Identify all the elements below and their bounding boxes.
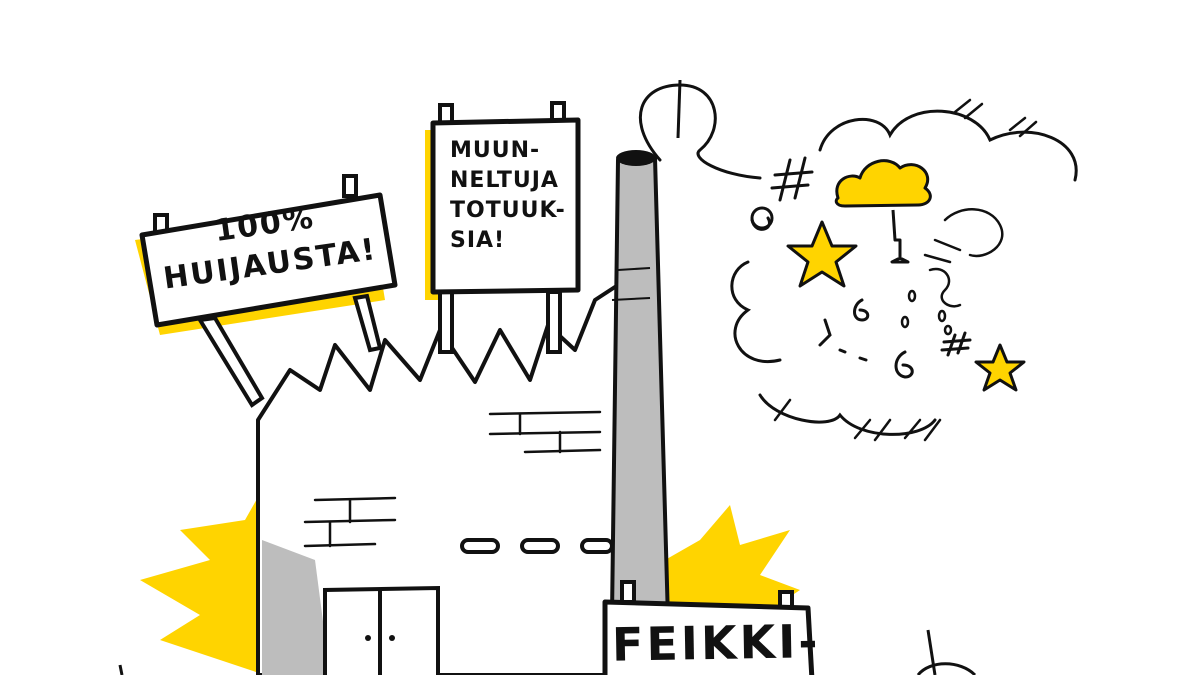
rain-cloud-icon xyxy=(834,159,932,208)
sign-left-board xyxy=(139,192,398,328)
scribble xyxy=(923,208,1004,308)
sign-mid-board xyxy=(430,117,581,295)
brick-lines xyxy=(303,410,602,548)
sign-bottom-board xyxy=(602,599,815,675)
yellow-burst-left xyxy=(140,490,265,675)
rain-drops xyxy=(900,289,953,336)
smoke-cloud-icon xyxy=(730,109,1078,436)
factory-windows xyxy=(460,538,614,554)
chimney-icon xyxy=(610,156,670,622)
star-icon-small xyxy=(974,343,1026,392)
hatch-marks xyxy=(773,98,1038,442)
sign-left-posts xyxy=(153,174,383,408)
arrow-down-icon xyxy=(890,209,910,264)
bottom-right-doodle xyxy=(916,629,977,675)
smoke-curl xyxy=(638,83,762,180)
sign-mid-posts xyxy=(438,101,566,354)
factory-shading xyxy=(262,540,330,675)
curse-symbols xyxy=(750,156,972,379)
factory-door xyxy=(323,585,440,675)
star-icon xyxy=(786,220,858,288)
